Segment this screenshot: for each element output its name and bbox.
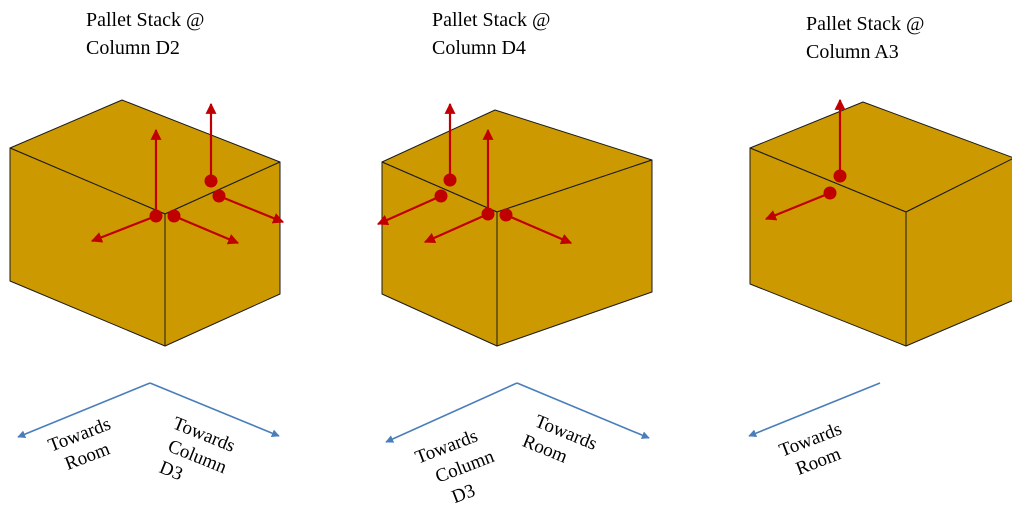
- stack-d4-direction-arrows: [385, 382, 650, 443]
- load-point: [443, 173, 457, 187]
- stack-a3-box-right: [905, 158, 1012, 347]
- stack-d4-load-vectors: [376, 102, 573, 245]
- load-point: [149, 209, 163, 223]
- stack-a3-direction-arrows: [748, 382, 881, 438]
- stack-a3-load-vectors: [764, 98, 846, 221]
- stack-d2-load-vectors: [90, 102, 285, 245]
- stack-d4-box-right: [496, 159, 653, 347]
- stack-a3-box: [749, 101, 1012, 347]
- load-point: [434, 189, 448, 203]
- stack-d4-label-right: Towards Room: [519, 411, 600, 468]
- load-point: [823, 186, 837, 200]
- stack-a3-title-line2: Column A3: [806, 41, 899, 63]
- load-vector: [376, 194, 442, 226]
- stack-d2: Pallet Stack @ Column D2 Towards Room: [9, 9, 285, 485]
- load-point: [499, 208, 513, 222]
- stack-d2-title-line2: Column D2: [86, 37, 180, 59]
- stack-d2-direction-arrows: [17, 382, 280, 438]
- stack-d4-title-line1: Pallet Stack @: [432, 9, 550, 31]
- load-vector: [90, 214, 157, 243]
- load-point: [833, 169, 847, 183]
- stack-d2-load-points: [149, 174, 226, 223]
- stack-d2-label-right: Towards Column D3: [156, 413, 238, 485]
- load-point: [167, 209, 181, 223]
- direction-label-line: D3: [449, 480, 478, 508]
- load-vector: [505, 213, 573, 245]
- stack-d2-title-line1: Pallet Stack @: [86, 9, 204, 31]
- stack-d4-box: [381, 109, 653, 347]
- stack-a3-label-left: Towards Room: [776, 419, 844, 480]
- load-vector: [764, 191, 831, 221]
- load-vector: [173, 214, 240, 245]
- load-vector: [218, 194, 285, 224]
- stack-d4-title-line2: Column D4: [432, 37, 526, 59]
- stack-d4-load-points: [434, 173, 513, 222]
- stack-a3-load-points: [823, 169, 847, 200]
- direction-arrow-left: [748, 382, 881, 438]
- stack-a3-title-line1: Pallet Stack @: [806, 13, 924, 35]
- direction-arrow-right: [516, 382, 650, 439]
- stack-d2-label-left: Towards Room: [45, 414, 113, 475]
- load-point: [212, 189, 226, 203]
- direction-arrow-left: [17, 382, 151, 438]
- load-point: [204, 174, 218, 188]
- direction-arrow-left: [385, 382, 518, 443]
- load-point: [481, 207, 495, 221]
- load-vector: [423, 212, 489, 244]
- stack-d4: Pallet Stack @ Column D4 Towards Colu: [376, 9, 653, 508]
- stack-d4-label-left: Towards Column D3: [412, 426, 497, 508]
- stack-a3: Pallet Stack @ Column A3 Towards Room: [748, 13, 1012, 480]
- direction-arrow-right: [149, 382, 280, 437]
- stack-d2-box: [9, 99, 281, 347]
